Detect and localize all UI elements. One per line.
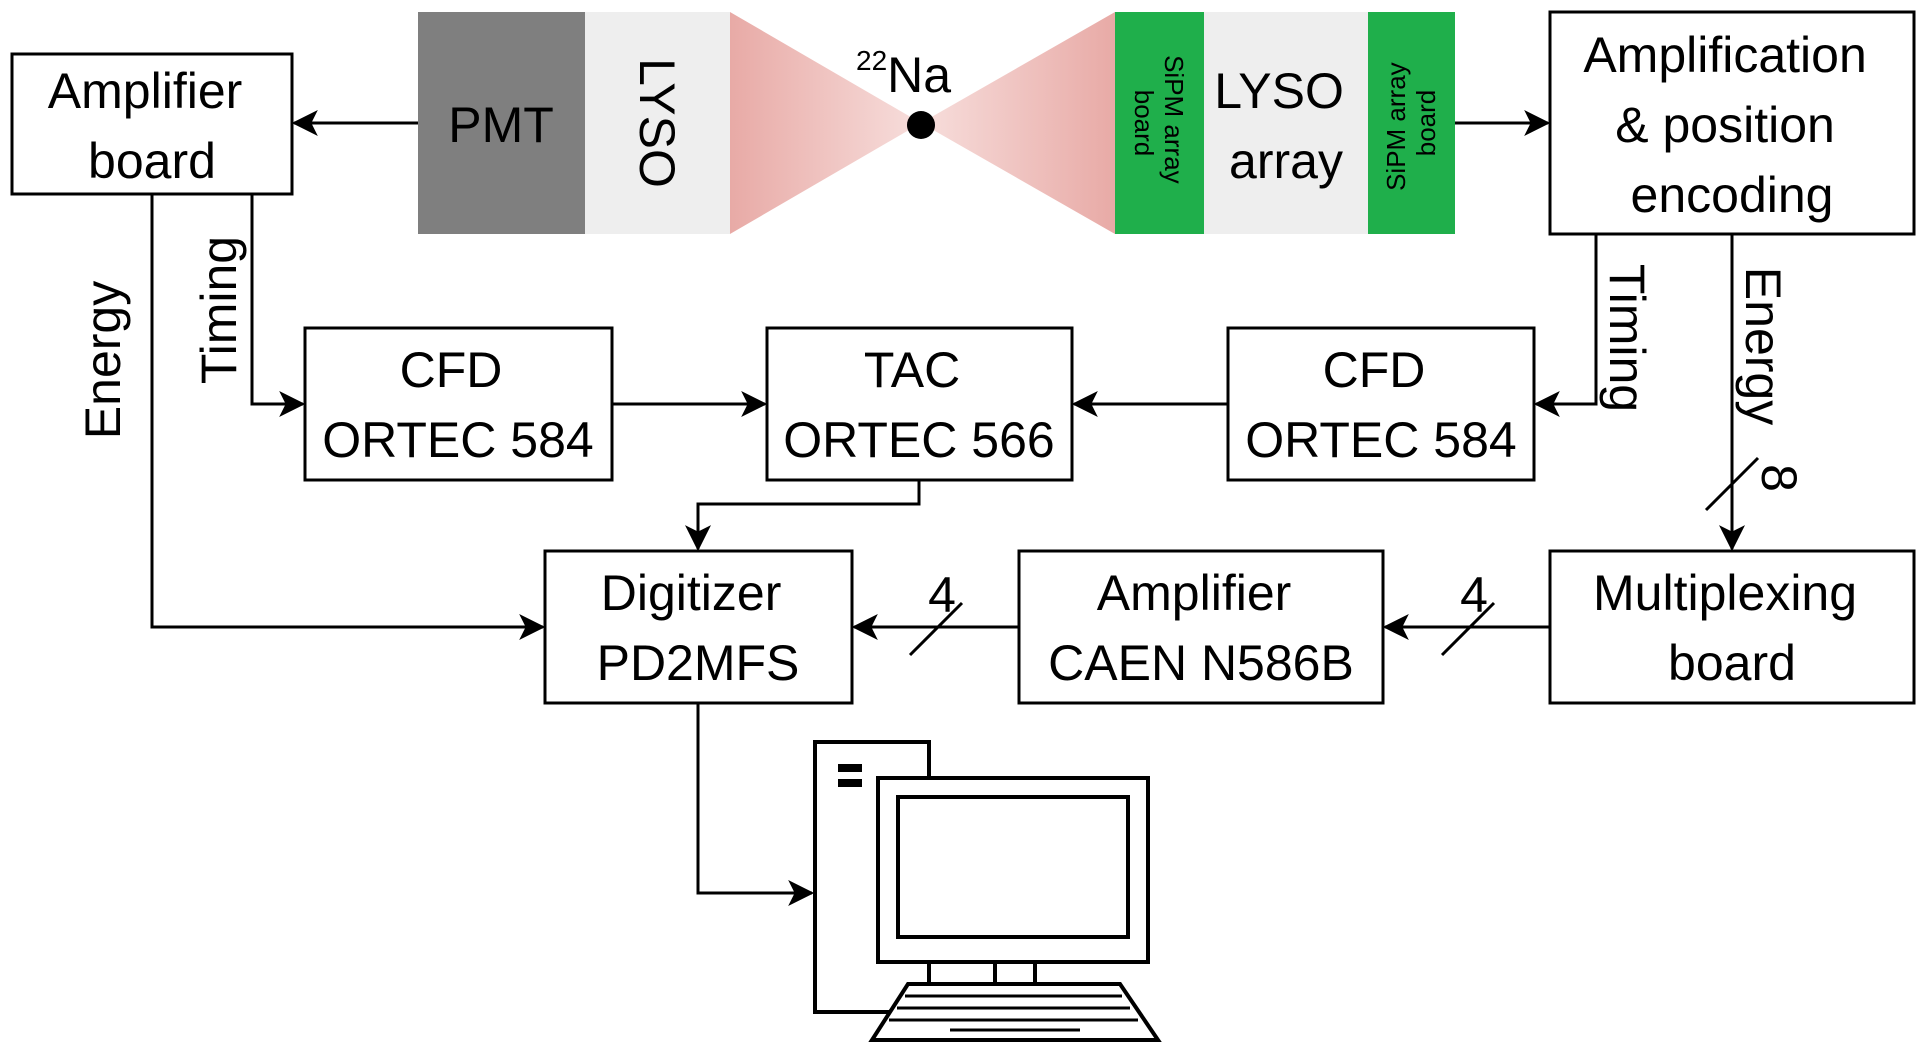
cfd-right-line-1: CFD <box>1323 342 1426 398</box>
timing-right-label: Timing <box>1599 264 1655 412</box>
digitizer-line-1: Digitizer <box>601 565 782 621</box>
sipm-board-right-label: SiPM array board <box>1381 55 1441 191</box>
sipm-board-left <box>1115 12 1204 234</box>
tac-line-2: ORTEC 566 <box>783 412 1054 468</box>
amplifier-board-line-2: board <box>88 133 216 189</box>
multiplexing-line-1: Multiplexing <box>1593 565 1857 621</box>
timing-left-label: Timing <box>191 236 247 384</box>
bus-width-4-left-label: 4 <box>928 567 956 623</box>
amplification-line-3: encoding <box>1631 167 1834 223</box>
cfd-left-box: CFD ORTEC 584 <box>303 326 614 482</box>
pmt-label: PMT <box>448 97 554 153</box>
sipm-left-line-2: board <box>1129 90 1159 157</box>
svg-text:CFD ORTEC 584: CFD ORTEC 584 <box>322 342 593 468</box>
source-label: 22Na <box>856 45 951 103</box>
digitizer-to-computer-line <box>696 703 815 906</box>
amplifier-caen-line-2: CAEN N586B <box>1048 635 1354 691</box>
multiplexing-board-box: Multiplexing board <box>1548 549 1916 705</box>
amplifier-board-box: Amplifier board <box>10 52 294 196</box>
lyso-crystal-left <box>585 12 730 234</box>
right-detector: SiPM array board LYSO array SiPM array b… <box>1115 12 1455 234</box>
amplifier-caen-line-1: Amplifier <box>1097 565 1291 621</box>
multiplexing-line-2: board <box>1668 635 1796 691</box>
svg-text:Digitizer PD2MFS: Digitizer PD2MFS <box>597 565 800 691</box>
bus-slash-4-left <box>908 601 964 657</box>
tac-to-digitizer-line <box>685 480 921 552</box>
lyso-array-line-1: LYSO <box>1214 63 1344 119</box>
cfd-right-line-2: ORTEC 584 <box>1245 412 1516 468</box>
bus-width-4-right-label: 4 <box>1460 567 1488 623</box>
timing-left-line <box>250 194 306 417</box>
cfd-left-line-1: CFD <box>400 342 503 398</box>
na22-source-point <box>907 111 935 139</box>
svg-text:Amplifier CAEN N586B: Amplifier CAEN N586B <box>1048 565 1354 691</box>
amplification-line-1: Amplification <box>1583 27 1866 83</box>
timing-right-line <box>1533 234 1598 417</box>
source-element: Na <box>887 47 951 103</box>
connections <box>150 110 1760 906</box>
lyso-label-left: LYSO <box>629 58 685 188</box>
amplification-line-2: & position <box>1615 97 1835 153</box>
sipm-board-left-label: SiPM array board <box>1129 55 1189 191</box>
cfd-right-box: CFD ORTEC 584 <box>1226 326 1536 482</box>
amplification-position-encoding-box: Amplification & position encoding <box>1548 10 1916 236</box>
sipm-board-right <box>1368 12 1455 234</box>
bus-width-8-label: 8 <box>1751 464 1807 492</box>
svg-text:TAC ORTEC 566: TAC ORTEC 566 <box>783 342 1054 468</box>
cfd-left-line-2: ORTEC 584 <box>322 412 593 468</box>
gamma-beam-left <box>730 12 921 234</box>
desktop-computer-icon <box>813 740 1162 1042</box>
left-detector: PMT LYSO <box>418 12 730 234</box>
energy-right-label: Energy <box>1735 267 1791 425</box>
lyso-array <box>1204 12 1368 234</box>
energy-left-line <box>150 194 546 640</box>
bus-slash-8 <box>1704 456 1760 512</box>
tac-line-1: TAC <box>864 342 960 398</box>
sipm-left-line-1: SiPM array <box>1159 55 1189 184</box>
amplifier-board-line-1: Amplifier <box>48 63 242 119</box>
digitizer-line-2: PD2MFS <box>597 635 800 691</box>
lyso-array-label: LYSO array <box>1214 63 1358 189</box>
sipm-right-line-1: SiPM array <box>1381 62 1411 191</box>
sipm-right-line-2: board <box>1411 90 1441 157</box>
svg-text:Multiplexing board: Multiplexing board <box>1593 565 1871 691</box>
svg-text:Amplification & position: Amplification & position encoding <box>1583 27 1880 223</box>
lyso-array-line-2: array <box>1229 133 1343 189</box>
tac-box: TAC ORTEC 566 <box>765 326 1074 482</box>
pmt-block <box>418 12 585 234</box>
energy-left-label: Energy <box>75 281 131 439</box>
gamma-beam-right <box>921 12 1115 234</box>
bus-slash-4-right <box>1440 601 1496 657</box>
svg-text:CFD ORTEC 584: CFD ORTEC 584 <box>1245 342 1516 468</box>
amplifier-caen-box: Amplifier CAEN N586B <box>1017 549 1385 705</box>
svg-text:Amplifier board: Amplifier board <box>48 63 256 189</box>
source-mass-number: 22 <box>856 45 887 76</box>
digitizer-box: Digitizer PD2MFS <box>543 549 854 705</box>
